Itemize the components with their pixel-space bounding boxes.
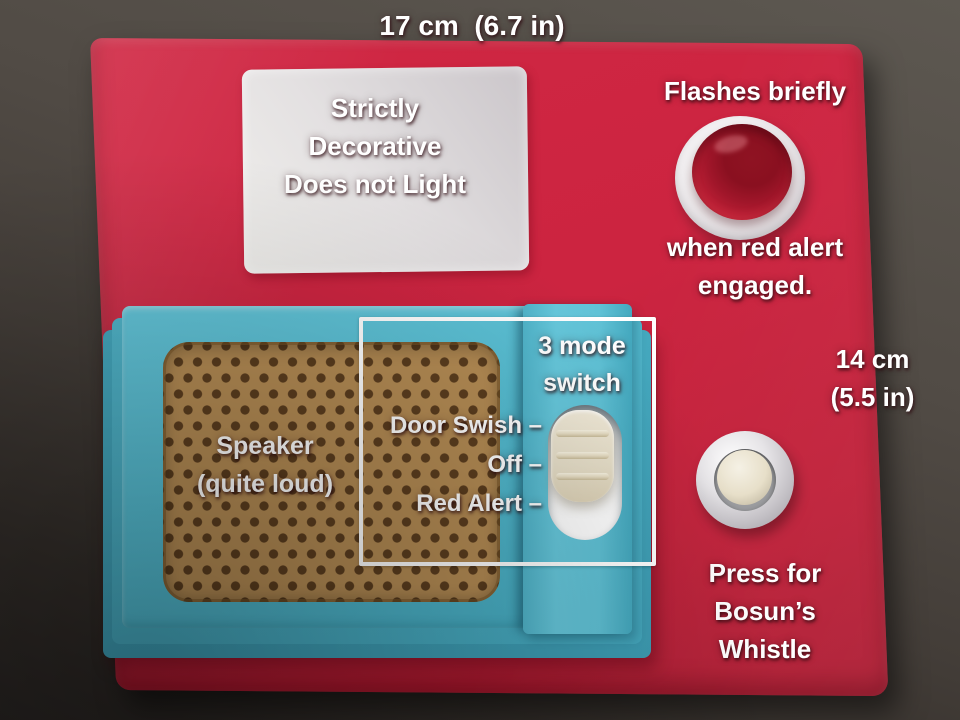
knob-ridge <box>556 452 609 459</box>
speaker-grille <box>163 342 500 602</box>
label-line: 3 mode <box>538 332 626 360</box>
mode-switch-position-labels: Door Swish – Off – Red Alert – <box>340 406 542 523</box>
height-dimension-label: 14 cm (5.5 in) <box>800 340 945 416</box>
bosun-whistle-button[interactable] <box>717 450 772 505</box>
label-line: Bosun’s <box>714 596 816 626</box>
label-line: Does not Light <box>284 169 466 199</box>
mode-label-off: Off – <box>487 451 542 478</box>
label-line: 14 cm <box>835 344 910 374</box>
decorative-panel-label: Strictly Decorative Does not Light <box>244 89 506 203</box>
label-line: when red alert <box>666 232 844 262</box>
label-line: (quite loud) <box>196 470 334 498</box>
label-line: Speaker <box>216 432 314 460</box>
knob-ridge <box>556 430 609 437</box>
mode-switch-knob[interactable] <box>551 410 614 502</box>
mode-switch-title: 3 mode switch <box>500 328 664 402</box>
label-line: (5.5 in) <box>830 382 915 412</box>
mode-switch-callout-box <box>359 317 656 566</box>
red-alert-label-top: Flashes briefly <box>663 76 847 106</box>
width-dimension-label: 17 cm (6.7 in) <box>379 10 565 41</box>
bosun-button-label: Press for Bosun’s Whistle <box>665 554 865 668</box>
mode-label-red-alert: Red Alert – <box>416 490 542 517</box>
red-alert-label-bottom: when red alert engaged. <box>630 228 880 304</box>
label-line: Press for <box>708 558 822 588</box>
label-line: engaged. <box>697 270 813 300</box>
speaker-label: Speaker (quite loud) <box>145 427 385 503</box>
mode-label-door-swish: Door Swish – <box>389 412 542 439</box>
label-line: Strictly <box>330 93 420 123</box>
knob-ridge <box>556 473 609 480</box>
red-alert-indicator <box>692 124 792 220</box>
label-line: Whistle <box>718 634 812 664</box>
label-line: switch <box>543 369 621 397</box>
label-line: Decorative <box>308 131 442 161</box>
